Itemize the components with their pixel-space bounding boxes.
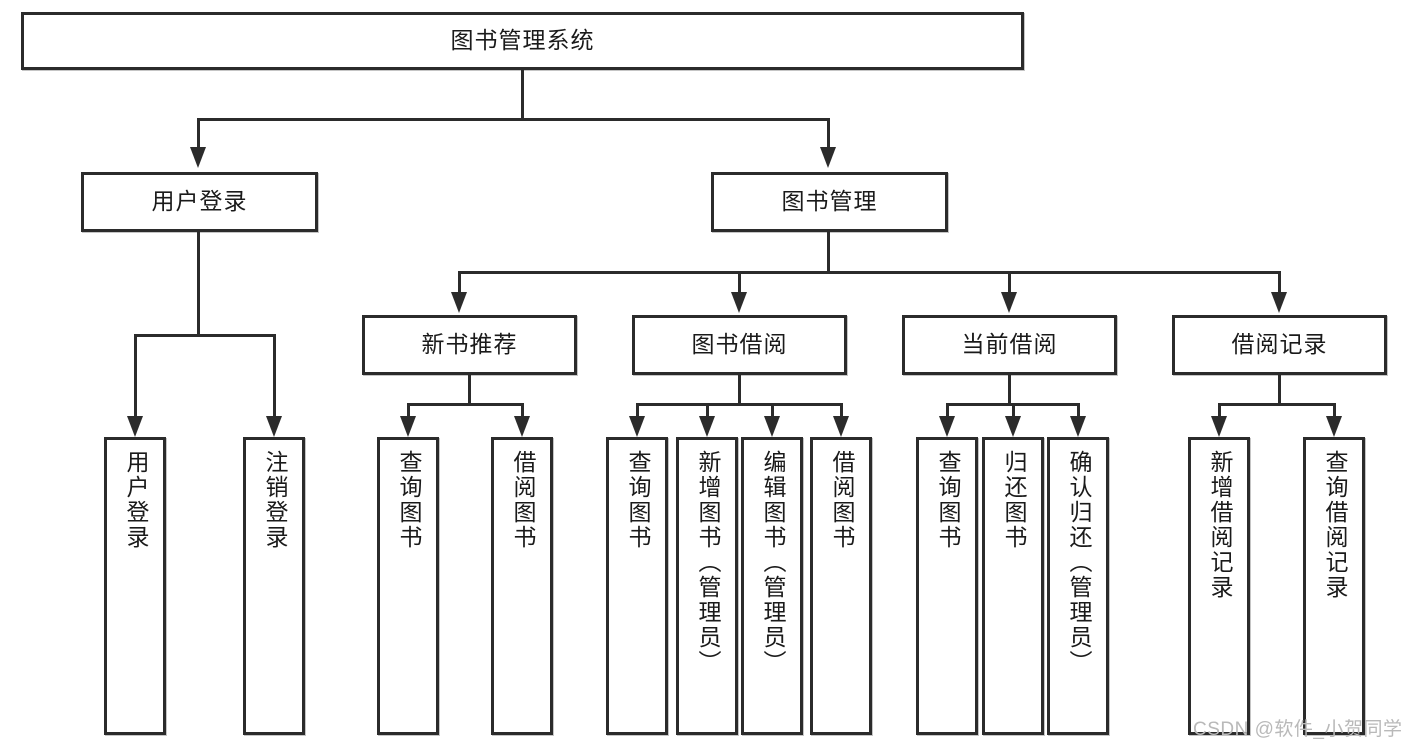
arrowhead-current-borrow <box>1001 292 1017 313</box>
leaf-add-book-admin[interactable]: 新增图书（管理员） <box>676 437 738 735</box>
arrowhead-leaf-query-book-bb <box>629 416 645 437</box>
connector-level1-drop-user-login <box>197 118 200 147</box>
arrowhead-leaf-user-login <box>127 416 143 437</box>
arrowhead-book-management <box>820 147 836 168</box>
connector-new-book-drop-1 <box>407 403 410 416</box>
node-book-management[interactable]: 图书管理 <box>711 172 948 232</box>
connector-current-borrow-drop-1 <box>946 403 949 416</box>
node-label: 借阅图书 <box>509 450 536 550</box>
arrowhead-leaf-query-record <box>1326 416 1342 437</box>
leaf-logout[interactable]: 注销登录 <box>243 437 305 735</box>
node-label: 查询图书 <box>395 450 422 550</box>
leaf-query-borrow-record[interactable]: 查询借阅记录 <box>1303 437 1365 735</box>
connector-current-borrow-drop-2 <box>1012 403 1015 416</box>
connector-root-stem <box>521 70 524 118</box>
node-book-borrow[interactable]: 图书借阅 <box>632 315 847 375</box>
connector-book-borrow-bar <box>636 403 843 406</box>
arrowhead-leaf-return-book <box>1005 416 1021 437</box>
connector-new-book-bar <box>407 403 524 406</box>
node-root-book-management-system[interactable]: 图书管理系统 <box>21 12 1024 70</box>
connector-book-borrow-stem <box>738 375 741 403</box>
connector-level2-drop-new-book <box>458 271 461 292</box>
connector-level1-drop-book-management <box>827 118 830 147</box>
connector-book-borrow-drop-2 <box>706 403 709 416</box>
arrowhead-new-book-recommend <box>451 292 467 313</box>
node-label: 新增图书（管理员） <box>694 450 721 675</box>
node-label: 图书借阅 <box>691 331 788 358</box>
connector-user-login-bar <box>134 334 276 337</box>
leaf-edit-book-admin[interactable]: 编辑图书（管理员） <box>741 437 803 735</box>
connector-user-login-drop-1 <box>134 334 137 416</box>
leaf-return-book[interactable]: 归还图书 <box>982 437 1044 735</box>
arrowhead-leaf-logout <box>266 416 282 437</box>
arrowhead-leaf-borrow-book-bb <box>833 416 849 437</box>
node-label: 确认归还（管理员） <box>1065 450 1092 675</box>
node-label: 借阅记录 <box>1231 331 1328 358</box>
node-label: 图书管理系统 <box>450 27 595 54</box>
connector-borrow-record-stem <box>1278 375 1281 403</box>
leaf-query-book-borrow[interactable]: 查询图书 <box>606 437 668 735</box>
connector-new-book-stem <box>468 375 471 403</box>
leaf-confirm-return-admin[interactable]: 确认归还（管理员） <box>1047 437 1109 735</box>
connector-current-borrow-stem <box>1008 375 1011 403</box>
arrowhead-book-borrow <box>731 292 747 313</box>
connector-book-borrow-drop-3 <box>771 403 774 416</box>
node-label: 新书推荐 <box>421 331 518 358</box>
connector-level2-bar <box>458 271 1281 274</box>
connector-level2-drop-borrow-record <box>1278 271 1281 292</box>
arrowhead-borrow-record <box>1271 292 1287 313</box>
node-label: 编辑图书（管理员） <box>759 450 786 675</box>
connector-book-borrow-drop-1 <box>636 403 639 416</box>
node-label: 查询图书 <box>624 450 651 550</box>
leaf-borrow-book-new-recommend[interactable]: 借阅图书 <box>491 437 553 735</box>
connector-user-login-stem <box>197 232 200 334</box>
node-label: 查询借阅记录 <box>1321 450 1348 600</box>
connector-level2-drop-current-borrow <box>1008 271 1011 292</box>
node-label: 归还图书 <box>1000 450 1027 550</box>
leaf-borrow-book[interactable]: 借阅图书 <box>810 437 872 735</box>
arrowhead-leaf-confirm-return <box>1070 416 1086 437</box>
arrowhead-leaf-add-book <box>699 416 715 437</box>
node-label: 图书管理 <box>781 188 878 215</box>
leaf-user-login[interactable]: 用户登录 <box>104 437 166 735</box>
node-label: 查询图书 <box>934 450 961 550</box>
leaf-query-book-current[interactable]: 查询图书 <box>916 437 978 735</box>
connector-level2-drop-book-borrow <box>738 271 741 292</box>
arrowhead-leaf-query-book-cb <box>939 416 955 437</box>
node-user-login[interactable]: 用户登录 <box>81 172 318 232</box>
connector-new-book-drop-2 <box>521 403 524 416</box>
leaf-add-borrow-record[interactable]: 新增借阅记录 <box>1188 437 1250 735</box>
arrowhead-leaf-borrow-book-nb <box>514 416 530 437</box>
connector-book-borrow-drop-4 <box>840 403 843 416</box>
arrowhead-leaf-add-record <box>1211 416 1227 437</box>
arrowhead-user-login <box>190 147 206 168</box>
connector-borrow-record-bar <box>1218 403 1336 406</box>
connector-borrow-record-drop-1 <box>1218 403 1221 416</box>
connector-level1-bar <box>197 118 830 121</box>
arrowhead-leaf-query-book-nb <box>400 416 416 437</box>
connector-borrow-record-drop-2 <box>1333 403 1336 416</box>
leaf-query-book-new-recommend[interactable]: 查询图书 <box>377 437 439 735</box>
node-label: 用户登录 <box>122 450 149 550</box>
node-label: 用户登录 <box>151 188 248 215</box>
connector-book-management-stem <box>827 232 830 271</box>
connector-current-borrow-drop-3 <box>1077 403 1080 416</box>
node-borrow-record[interactable]: 借阅记录 <box>1172 315 1387 375</box>
node-label: 当前借阅 <box>961 331 1058 358</box>
node-current-borrow[interactable]: 当前借阅 <box>902 315 1117 375</box>
node-label: 借阅图书 <box>828 450 855 550</box>
node-label: 注销登录 <box>261 450 288 550</box>
connector-user-login-drop-2 <box>273 334 276 416</box>
arrowhead-leaf-edit-book <box>764 416 780 437</box>
node-new-book-recommend[interactable]: 新书推荐 <box>362 315 577 375</box>
node-label: 新增借阅记录 <box>1206 450 1233 600</box>
